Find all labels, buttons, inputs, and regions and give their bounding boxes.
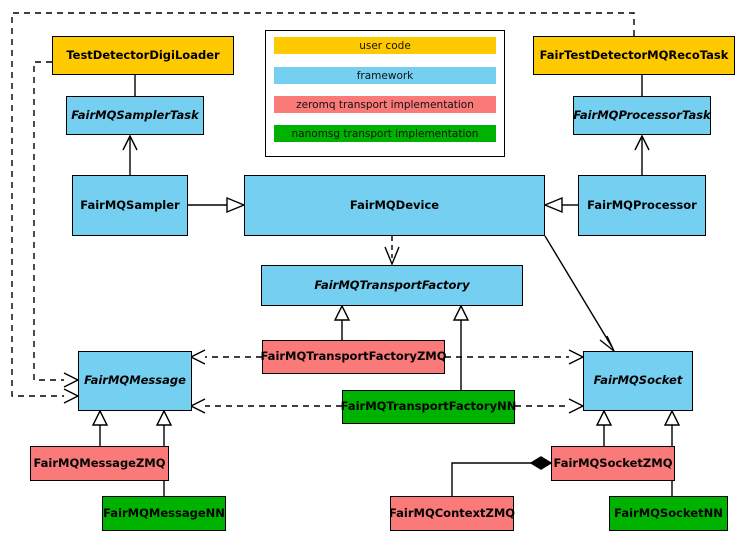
class-node-label: FairMQMessageNN [103, 505, 225, 520]
class-node-fair-mq-transport-factory[interactable]: FairMQTransportFactory [261, 265, 523, 306]
legend-item-framework: framework [274, 67, 496, 84]
open-arrow [634, 134, 650, 151]
class-node-label: FairMQMessage [84, 373, 186, 388]
legend-item-nanomsg: nanomsg transport implementation [274, 125, 496, 142]
legend-item-zeromq: zeromq transport implementation [274, 96, 496, 113]
class-node-fair-mq-message-zmq[interactable]: FairMQMessageZMQ [30, 446, 169, 481]
class-node-label: FairMQDevice [349, 197, 440, 212]
legend-label-nanomsg: nanomsg transport implementation [291, 127, 479, 140]
class-node-fair-mq-socket-nn[interactable]: FairMQSocketNN [609, 496, 728, 531]
open-arrow [568, 398, 585, 414]
edge-recotask-message-route [11, 12, 635, 397]
class-node-fair-mq-processor[interactable]: FairMQProcessor [578, 175, 706, 236]
class-node-fair-mq-transport-factory-zmq[interactable]: FairMQTransportFactoryZMQ [260, 340, 447, 374]
generalization-arrow [155, 409, 173, 426]
class-node-fair-mq-transport-factory-nn[interactable]: FairMQTransportFactoryNN [340, 390, 517, 424]
open-arrow [189, 398, 206, 414]
class-node-label: FairMQTransportFactory [314, 277, 470, 292]
class-node-fair-mq-sampler[interactable]: FairMQSampler [72, 175, 188, 236]
class-node-label: FairMQTransportFactoryNN [340, 399, 517, 414]
class-node-test-detector-digi-loader[interactable]: TestDetectorDigiLoader [52, 36, 234, 75]
generalization-arrow [226, 196, 246, 214]
open-arrow [63, 388, 80, 404]
class-node-label: FairMQSocket [593, 373, 683, 388]
class-node-fair-mq-message-nn[interactable]: FairMQMessageNN [102, 496, 226, 531]
class-node-label: FairMQProcessor [587, 197, 697, 212]
class-node-label: FairMQSocketNN [614, 505, 723, 520]
class-node-label: FairMQContextZMQ [388, 505, 516, 520]
open-arrow [568, 349, 585, 365]
class-node-label: FairMQMessageZMQ [33, 455, 166, 470]
edge-digiloader-message-route [33, 61, 64, 381]
open-arrow [189, 349, 206, 365]
class-node-fair-mq-sampler-task[interactable]: FairMQSamplerTask [66, 96, 204, 135]
open-arrow [122, 134, 138, 151]
class-node-label: FairMQProcessorTask [573, 107, 711, 122]
edge-device-socket [544, 235, 613, 348]
class-node-fair-mq-processor-task[interactable]: FairMQProcessorTask [573, 96, 711, 135]
class-node-fair-mq-message[interactable]: FairMQMessage [78, 351, 192, 411]
generalization-arrow [595, 409, 613, 426]
edge-contextzmq-socketzmq [451, 462, 534, 496]
legend-item-user-code: user code [274, 37, 496, 54]
class-node-label: FairMQTransportFactoryZMQ [260, 349, 447, 364]
class-node-label: FairTestDetectorMQRecoTask [539, 47, 729, 62]
class-node-fair-mq-socket-zmq[interactable]: FairMQSocketZMQ [551, 446, 675, 481]
class-node-fair-mq-context-zmq[interactable]: FairMQContextZMQ [388, 496, 516, 531]
generalization-arrow [333, 304, 351, 321]
open-arrow [384, 246, 400, 266]
class-node-fair-mq-device[interactable]: FairMQDevice [244, 175, 545, 236]
class-node-label: TestDetectorDigiLoader [66, 47, 220, 62]
class-node-label: FairMQSampler [80, 197, 180, 212]
class-node-fair-mq-socket[interactable]: FairMQSocket [583, 351, 693, 411]
composition-diamond [529, 456, 553, 470]
open-arrow [63, 372, 80, 388]
legend-label-user-code: user code [359, 39, 411, 52]
class-node-label: FairMQSocketZMQ [553, 455, 673, 470]
generalization-arrow [543, 196, 563, 214]
class-node-fair-test-detector-mq-reco-task[interactable]: FairTestDetectorMQRecoTask [533, 36, 735, 75]
legend-label-framework: framework [356, 69, 414, 82]
class-node-label: FairMQSamplerTask [71, 107, 199, 122]
generalization-arrow [663, 409, 681, 426]
legend-label-zeromq: zeromq transport implementation [296, 98, 474, 111]
generalization-arrow [452, 304, 470, 321]
generalization-arrow [91, 409, 109, 426]
